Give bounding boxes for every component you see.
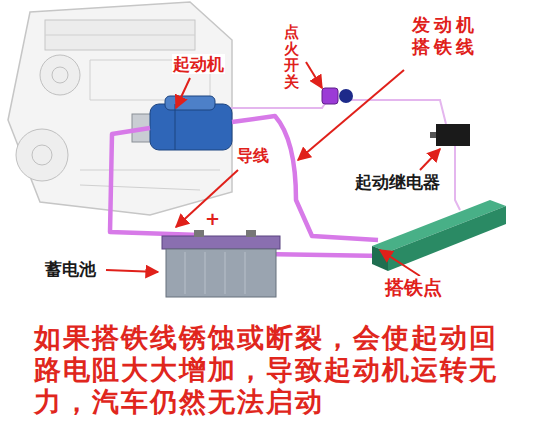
starter-motor bbox=[132, 96, 232, 150]
terminal-sign: + bbox=[204, 208, 221, 230]
leader-arrow bbox=[106, 62, 440, 276]
part-label: 搭铁点 bbox=[384, 276, 443, 299]
ignition-switch bbox=[322, 88, 353, 104]
ground-wire bbox=[110, 116, 384, 256]
caption: 如果搭铁线锈蚀或断裂，会使起动回 路电阻大大增加，导致起动机运转无 力，汽车仍然… bbox=[34, 322, 512, 418]
part-label: 起动继电器 bbox=[354, 172, 441, 192]
part-label: 起动机 bbox=[172, 54, 225, 74]
engine-drawing bbox=[8, 2, 232, 215]
part-label: 蓄电池 bbox=[44, 259, 97, 279]
part-label: 导线 bbox=[236, 146, 270, 165]
ground-beam bbox=[372, 200, 506, 271]
part-label: 点火开关 bbox=[283, 24, 300, 90]
part-label: 发动机 搭铁线 bbox=[396, 14, 494, 57]
starter-relay bbox=[430, 124, 470, 146]
battery bbox=[162, 230, 280, 297]
wire bbox=[215, 100, 460, 210]
